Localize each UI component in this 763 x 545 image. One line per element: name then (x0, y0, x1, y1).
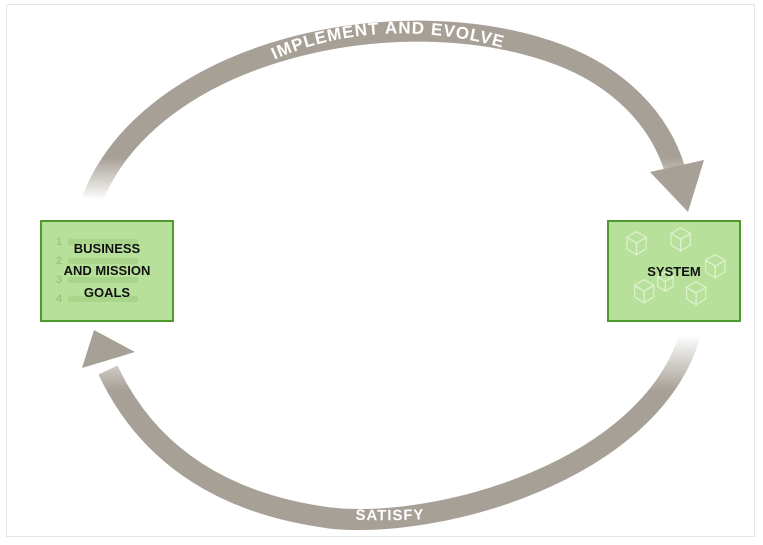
business-goals-box: 1 2 3 4 BUSINESS AND MISSION GOALS (40, 220, 174, 322)
top-arrow-head (650, 160, 704, 212)
bottom-arrow-label: SATISFY (355, 506, 425, 524)
diagram-frame (6, 4, 755, 537)
system-label: SYSTEM (647, 263, 701, 279)
system-box: SYSTEM (607, 220, 741, 322)
numbered-list-icon: 1 2 3 4 (56, 232, 156, 308)
cubes-icon (625, 227, 727, 306)
bottom-arrow-head (82, 330, 135, 368)
business-goals-label: BUSINESS AND MISSION GOALS (63, 241, 151, 300)
bottom-arrow-shaft (98, 331, 701, 530)
top-arrow-shaft (82, 20, 686, 204)
